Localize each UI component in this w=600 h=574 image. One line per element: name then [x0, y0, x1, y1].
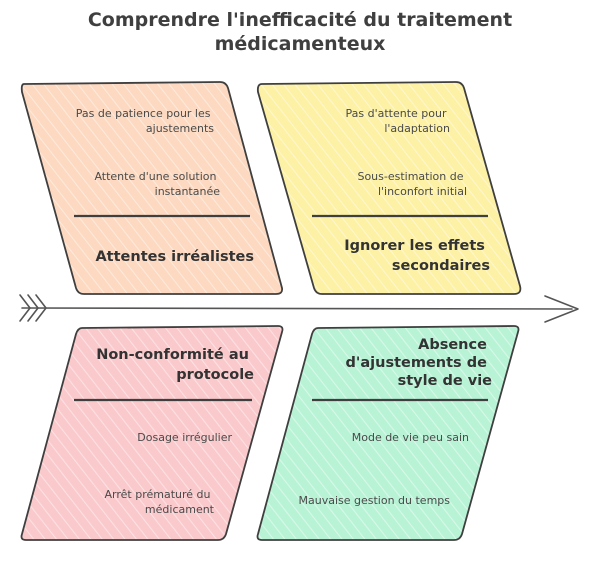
title-line-2: médicamenteux — [214, 33, 386, 55]
category-label: Non-conformité au protocole — [96, 347, 254, 383]
branch-shape-top-left — [20, 81, 284, 295]
branch-bottom-right: Absence d'ajustements de style de vie Mo… — [256, 325, 520, 541]
category-line: style de vie — [398, 373, 493, 389]
branch-shape-top-right — [256, 81, 522, 295]
spine-arrowhead — [544, 295, 579, 323]
cause-label: Attente d'une solution instantanée — [94, 170, 220, 198]
cause-line: Pas de patience pour les — [76, 107, 211, 120]
spine-tail-chevron — [35, 294, 47, 322]
cause-line: médicament — [145, 503, 215, 516]
spine-line — [21, 307, 573, 310]
cause-label: Arrêt prématuré du médicament — [105, 488, 215, 516]
category-line: Absence — [418, 337, 487, 353]
cause-label: Pas de patience pour les ajustements — [76, 107, 215, 135]
cause-line: Mauvaise gestion du temps — [298, 494, 450, 507]
cause-line: l'inconfort initial — [378, 185, 467, 198]
cause-line: Dosage irrégulier — [137, 431, 232, 444]
cause-label: Mode de vie peu sain — [352, 431, 469, 444]
cause-line: l'adaptation — [384, 122, 450, 135]
branch-shape-bottom-right — [256, 325, 520, 541]
branch-top-left: Pas de patience pour les ajustements Att… — [20, 81, 284, 295]
cause-line: ajustements — [146, 122, 214, 135]
category-line: Ignorer les effets — [344, 238, 485, 254]
branch-shape-bottom-left — [20, 325, 284, 541]
cause-line: Attente d'une solution — [94, 170, 216, 183]
cause-label: Sous-estimation de l'inconfort initial — [357, 170, 467, 198]
category-label: Attentes irréalistes — [95, 249, 254, 265]
cause-label: Dosage irrégulier — [137, 431, 232, 444]
category-label: Absence d'ajustements de style de vie — [346, 337, 493, 389]
category-line: Non-conformité au — [96, 347, 249, 363]
diagram-title: Comprendre l'inefficacité du traitement … — [0, 8, 600, 56]
cause-label: Pas d'attente pour l'adaptation — [345, 107, 450, 135]
cause-line: Mode de vie peu sain — [352, 431, 469, 444]
cause-label: Mauvaise gestion du temps — [298, 494, 450, 507]
branch-bottom-left: Non-conformité au protocole Dosage irrég… — [20, 325, 284, 541]
cause-line: Pas d'attente pour — [345, 107, 446, 120]
branch-top-right: Pas d'attente pour l'adaptation Sous-est… — [256, 81, 522, 295]
spine-arrow — [19, 294, 579, 323]
cause-line: Arrêt prématuré du — [105, 488, 211, 501]
title-line-1: Comprendre l'inefficacité du traitement — [87, 9, 513, 31]
category-line: secondaires — [392, 258, 490, 274]
category-line: protocole — [176, 367, 254, 383]
category-label: Ignorer les effets secondaires — [344, 238, 490, 274]
spine-tail-chevron — [19, 294, 31, 322]
category-line: Attentes irréalistes — [95, 249, 254, 265]
spine-tail-chevron — [27, 294, 39, 322]
category-line: d'ajustements de — [346, 355, 488, 371]
cause-line: instantanée — [155, 185, 221, 198]
cause-line: Sous-estimation de — [357, 170, 463, 183]
